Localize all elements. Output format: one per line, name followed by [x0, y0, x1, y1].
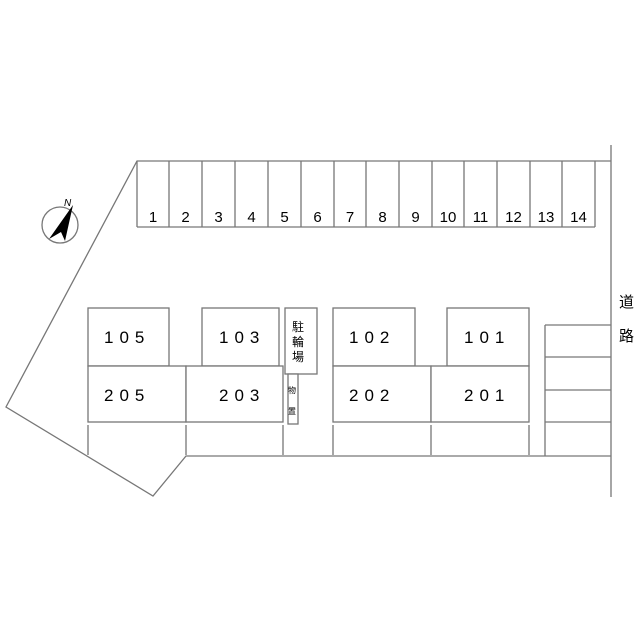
unit-label: 202: [349, 386, 395, 405]
unit-label: 103: [219, 328, 265, 347]
bicycle-parking-label: 駐: [292, 319, 304, 334]
side-parking: [544, 324, 611, 456]
north-arrow-icon: N: [41, 198, 79, 244]
unit-202: 202: [332, 365, 432, 423]
parking-slot-8: 8: [378, 209, 386, 226]
storage-label: 置: [288, 407, 296, 416]
unit-101: 101: [446, 307, 530, 367]
unit-205: 205: [87, 365, 187, 423]
compass-label: N: [64, 198, 72, 209]
unit-102: 102: [332, 307, 416, 367]
storage-shed: 物 置: [287, 373, 299, 425]
parking-slot-6: 6: [313, 209, 321, 226]
bicycle-parking-label: 輪: [292, 334, 304, 349]
road-label: 路: [619, 327, 634, 345]
unit-label: 105: [104, 328, 150, 347]
unit-label: 102: [349, 328, 395, 347]
unit-103: 103: [201, 307, 280, 367]
unit-label: 101: [464, 328, 510, 347]
parking-slot-11: 11: [473, 209, 489, 226]
unit-203: 203: [185, 365, 284, 423]
parking-slot-5: 5: [280, 209, 288, 226]
bicycle-parking: 駐 輪 場: [284, 307, 318, 375]
unit-label: 203: [219, 386, 265, 405]
parking-slot-14: 14: [570, 209, 587, 226]
unit-201: 201: [430, 365, 530, 423]
storage-label: 物: [288, 385, 296, 395]
road-label: 道: [619, 293, 634, 311]
parking-slot-7: 7: [346, 209, 354, 226]
parking-slot-12: 12: [505, 209, 522, 226]
parking-slot-10: 10: [440, 209, 457, 226]
lot-boundary: [5, 160, 611, 497]
yard-partitions: [87, 425, 530, 455]
parking-slot-3: 3: [214, 209, 222, 226]
parking-slot-2: 2: [181, 209, 189, 226]
parking-slot-9: 9: [411, 209, 419, 226]
unit-label: 205: [104, 386, 150, 405]
unit-label: 201: [464, 386, 510, 405]
bicycle-parking-label: 場: [292, 350, 304, 364]
parking-slot-1: 1: [149, 209, 157, 226]
parking-slot-4: 4: [247, 209, 255, 226]
unit-105: 105: [87, 307, 170, 367]
parking-slot-13: 13: [538, 209, 555, 226]
